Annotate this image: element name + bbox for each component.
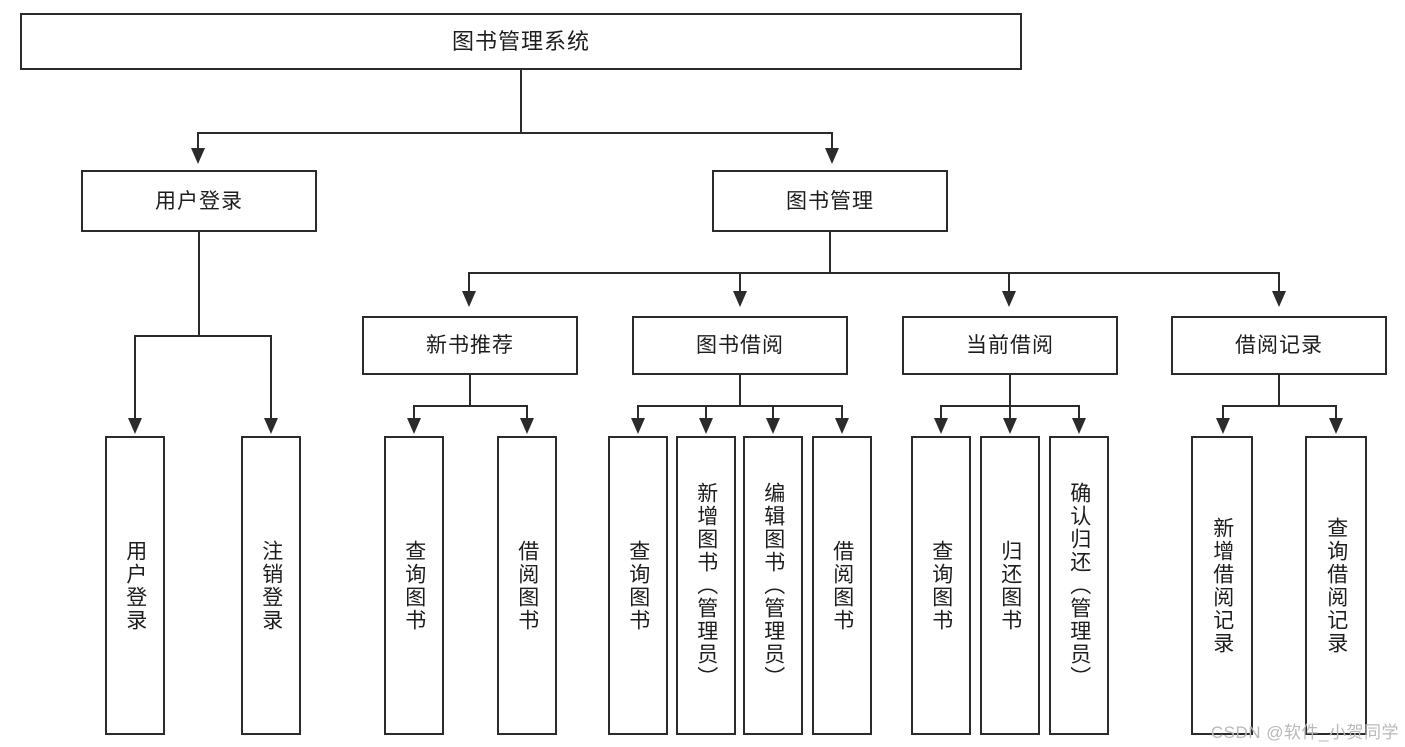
leaf-label: 查询图书 [626,539,650,632]
connector-borrow-record-stem [1278,375,1280,406]
arrowhead-borrow-record-1 [1216,418,1230,434]
connector-book-borrow-drop-1 [637,405,639,420]
connector-current-borrow-stem [1009,375,1011,406]
leaf-new-book-query[interactable]: 查询图书 [384,436,444,735]
connector-new-book-drop-2 [526,405,528,420]
arrowhead-level2-2 [825,148,839,164]
connector-user-login-drop-2 [270,335,272,420]
connector-level3-drop-1 [468,272,470,293]
leaf-label: 编辑图书（管理员） [761,482,785,689]
leaf-borrow-record-query[interactable]: 查询借阅记录 [1305,436,1367,735]
connector-root-stem [520,70,522,133]
connector-level2-drop-1 [197,132,199,151]
connector-current-borrow-drop-3 [1078,405,1080,420]
leaf-label: 归还图书 [998,539,1022,632]
leaf-label: 查询图书 [402,539,426,632]
arrowhead-level3-2 [733,291,747,307]
connector-book-management-stem [829,232,831,273]
connector-current-borrow-drop-1 [940,405,942,420]
node-current-borrow[interactable]: 当前借阅 [902,316,1118,375]
connector-user-login-drop-1 [134,335,136,420]
node-label: 新书推荐 [426,334,514,357]
arrowhead-book-borrow-1 [631,418,645,434]
leaf-label: 查询借阅记录 [1324,516,1348,655]
node-label: 当前借阅 [966,334,1054,357]
leaf-user-login-logout[interactable]: 注销登录 [241,436,301,735]
leaf-book-borrow-edit[interactable]: 编辑图书（管理员） [743,436,803,735]
leaf-new-book-borrow[interactable]: 借阅图书 [497,436,557,735]
connector-level2-bus [197,132,833,134]
node-borrow-record[interactable]: 借阅记录 [1171,316,1387,375]
leaf-label: 新增图书（管理员） [694,482,718,689]
node-book-management[interactable]: 图书管理 [712,170,948,232]
connector-level3-drop-2 [739,272,741,293]
arrowhead-current-borrow-1 [934,418,948,434]
leaf-label: 确认归还（管理员） [1067,482,1091,689]
node-book-borrow[interactable]: 图书借阅 [632,316,848,375]
arrowhead-current-borrow-2 [1003,418,1017,434]
connector-book-borrow-drop-2 [705,405,707,420]
node-label: 图书管理 [786,189,874,213]
arrowhead-book-borrow-4 [835,418,849,434]
node-label: 图书管理系统 [451,28,590,54]
connector-new-book-stem [469,375,471,406]
arrowhead-level2-1 [191,148,205,164]
arrowhead-level3-3 [1002,291,1016,307]
leaf-user-login-login[interactable]: 用户登录 [105,436,165,735]
leaf-label: 借阅图书 [515,539,539,632]
leaf-label: 借阅图书 [830,539,854,632]
connector-user-login-bus [134,335,271,337]
connector-level3-drop-4 [1278,272,1280,293]
connector-borrow-record-bus [1222,405,1336,407]
leaf-current-borrow-confirm-return[interactable]: 确认归还（管理员） [1049,436,1109,735]
connector-new-book-drop-1 [413,405,415,420]
arrowhead-level3-1 [462,291,476,307]
arrowhead-book-borrow-2 [699,418,713,434]
arrowhead-user-login-1 [128,418,142,434]
connector-current-borrow-drop-2 [1009,405,1011,420]
arrowhead-level3-4 [1272,291,1286,307]
leaf-label: 注销登录 [259,539,283,632]
leaf-current-borrow-query[interactable]: 查询图书 [911,436,971,735]
arrowhead-user-login-2 [264,418,278,434]
connector-book-borrow-drop-3 [772,405,774,420]
arrowhead-new-book-2 [520,418,534,434]
connector-book-borrow-bus [637,405,843,407]
node-user-login[interactable]: 用户登录 [81,170,317,232]
leaf-borrow-record-add[interactable]: 新增借阅记录 [1191,436,1253,735]
leaf-book-borrow-query[interactable]: 查询图书 [608,436,668,735]
connector-user-login-stem [198,232,200,336]
arrowhead-book-borrow-3 [766,418,780,434]
arrowhead-borrow-record-2 [1329,418,1343,434]
connector-new-book-bus [413,405,527,407]
leaf-book-borrow-borrow[interactable]: 借阅图书 [812,436,872,735]
leaf-book-borrow-add[interactable]: 新增图书（管理员） [676,436,736,735]
leaf-label: 新增借阅记录 [1210,516,1234,655]
node-label: 借阅记录 [1235,334,1323,357]
node-root-book-management-system[interactable]: 图书管理系统 [20,13,1022,70]
connector-level3-drop-3 [1008,272,1010,293]
connector-borrow-record-drop-2 [1335,405,1337,420]
leaf-label: 用户登录 [123,539,147,632]
node-new-book-recommend[interactable]: 新书推荐 [362,316,578,375]
leaf-label: 查询图书 [929,539,953,632]
connector-borrow-record-drop-1 [1222,405,1224,420]
node-label: 用户登录 [155,189,243,213]
arrowhead-new-book-1 [407,418,421,434]
connector-level2-drop-2 [831,132,833,151]
node-label: 图书借阅 [696,334,784,357]
arrowhead-current-borrow-3 [1072,418,1086,434]
connector-book-borrow-stem [739,375,741,406]
leaf-current-borrow-return[interactable]: 归还图书 [980,436,1040,735]
connector-level3-bus [468,272,1279,274]
connector-book-borrow-drop-4 [841,405,843,420]
